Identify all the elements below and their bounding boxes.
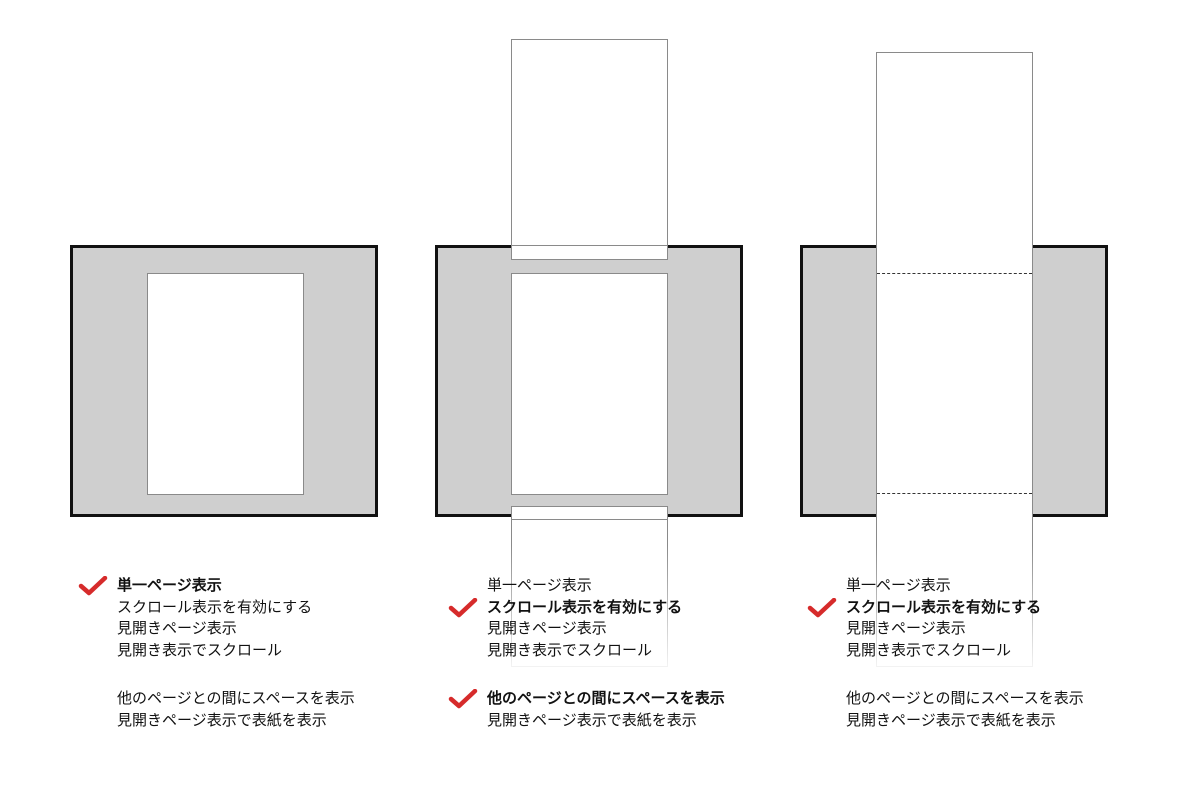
menu-item[interactable]: 見開き表示でスクロール — [117, 640, 355, 662]
view-menu-continuous: 単一ページ表示スクロール表示を有効にする見開きページ表示見開き表示でスクロール他… — [807, 575, 1084, 732]
menu-item[interactable]: 単一ページ表示 — [78, 575, 355, 597]
menu-item-label: 見開きページ表示で表紙を表示 — [487, 710, 697, 729]
view-menu-single: 単一ページ表示スクロール表示を有効にする見開きページ表示見開き表示でスクロール他… — [78, 575, 355, 732]
menu-item[interactable]: 見開きページ表示 — [117, 618, 355, 640]
menu-item-label: 見開きページ表示 — [117, 619, 237, 637]
menu-item-label: 見開き表示でスクロール — [487, 640, 653, 659]
menu-item[interactable]: スクロール表示を有効にする — [117, 597, 355, 619]
menu-item[interactable]: 単一ページ表示 — [846, 575, 1084, 597]
page-below-top — [511, 506, 668, 520]
menu-item-label: 見開きページ表示で表紙を表示 — [117, 710, 327, 729]
menu-item[interactable]: 見開きページ表示 — [487, 618, 725, 640]
menu-item-label: 単一ページ表示 — [487, 576, 592, 594]
screen-scroll-continuous — [800, 245, 1108, 517]
page — [147, 273, 304, 495]
menu-item[interactable]: 見開き表示でスクロール — [846, 640, 1084, 662]
menu-item[interactable]: 見開きページ表示 — [846, 618, 1084, 640]
menu-item-label: 単一ページ表示 — [846, 576, 951, 594]
menu-item[interactable]: 単一ページ表示 — [487, 575, 725, 597]
page — [511, 273, 668, 495]
checkmark-icon — [78, 576, 108, 596]
menu-item-label: 見開き表示でスクロール — [846, 640, 1012, 659]
menu-separator — [487, 661, 725, 688]
page-break-line — [877, 273, 1032, 274]
menu-separator — [846, 661, 1084, 688]
menu-item[interactable]: 見開き表示でスクロール — [487, 640, 725, 662]
view-menu-scroll: 単一ページ表示スクロール表示を有効にする見開きページ表示見開き表示でスクロール他… — [448, 575, 725, 732]
offscreen-page-above — [876, 52, 1033, 252]
fade-overlay — [505, 545, 675, 705]
checkmark-icon — [448, 689, 478, 709]
menu-item-label: 見開きページ表示 — [846, 619, 966, 637]
menu-item[interactable]: 見開きページ表示で表紙を表示 — [487, 710, 725, 732]
continuous-page-strip — [876, 245, 1033, 517]
screen-single-page — [70, 245, 378, 517]
menu-item[interactable]: 他のページとの間にスペースを表示 — [846, 688, 1084, 710]
menu-item-label: 単一ページ表示 — [117, 576, 222, 594]
menu-item-label: 見開きページ表示で表紙を表示 — [846, 710, 1056, 729]
menu-item-label: 他のページとの間にスペースを表示 — [846, 689, 1084, 707]
menu-item[interactable]: スクロール表示を有効にする — [448, 597, 725, 619]
page-above-bottom — [511, 245, 668, 260]
checkmark-icon — [807, 597, 837, 617]
menu-item-label: 他のページとの間にスペースを表示 — [117, 689, 355, 707]
checkmark-icon — [448, 597, 478, 617]
screen-scroll-spaced — [435, 245, 743, 520]
menu-item[interactable]: 見開きページ表示で表紙を表示 — [117, 710, 355, 732]
menu-item[interactable]: 見開きページ表示で表紙を表示 — [846, 710, 1084, 732]
menu-item-label: スクロール表示を有効にする — [487, 597, 683, 616]
menu-item[interactable]: スクロール表示を有効にする — [807, 597, 1084, 619]
menu-item[interactable]: 他のページとの間にスペースを表示 — [448, 688, 725, 710]
menu-item-label: 見開き表示でスクロール — [117, 640, 283, 659]
menu-item-label: 見開きページ表示 — [487, 619, 607, 637]
offscreen-page-above — [511, 39, 668, 261]
fade-overlay — [870, 545, 1040, 705]
menu-item-label: スクロール表示を有効にする — [846, 597, 1042, 616]
page-break-line — [877, 493, 1032, 494]
menu-item-label: 他のページとの間にスペースを表示 — [487, 689, 725, 707]
menu-item[interactable]: 他のページとの間にスペースを表示 — [117, 688, 355, 710]
menu-separator — [117, 661, 355, 688]
menu-item-label: スクロール表示を有効にする — [117, 597, 313, 616]
